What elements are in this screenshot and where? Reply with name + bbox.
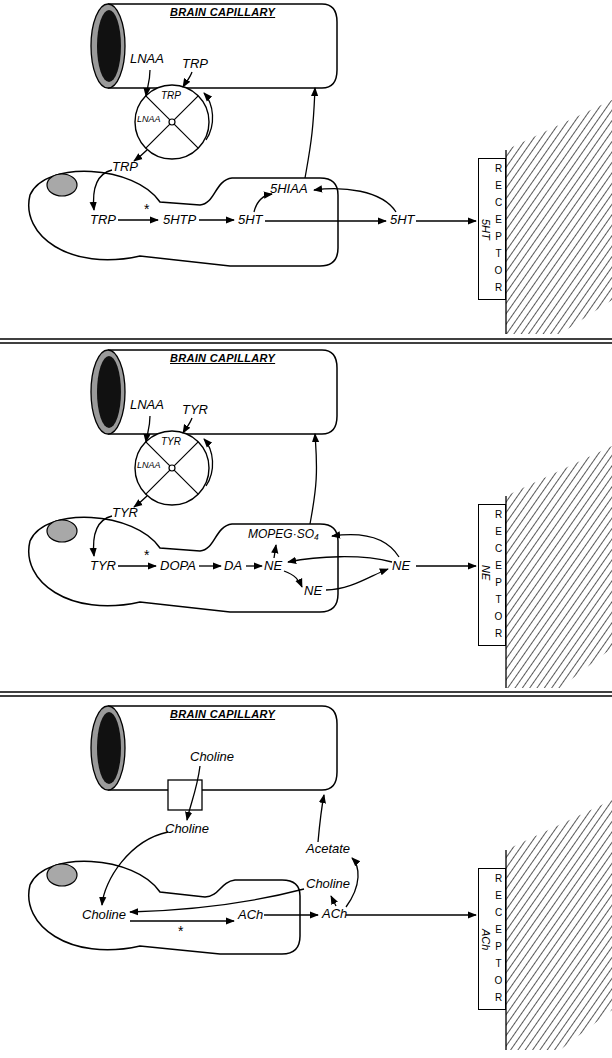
capillary-lumen	[97, 356, 121, 428]
molecule-label: *	[178, 924, 183, 939]
neuron-outline	[29, 171, 338, 266]
receptor-box: AChRECEPTOR	[478, 868, 506, 1010]
reuptake-arrow	[332, 535, 399, 557]
molecule-label: NE	[304, 584, 322, 598]
molecule-label: RECEPTOR	[493, 509, 503, 645]
divider-line	[0, 342, 612, 343]
carrier-node: TYR LNAA	[134, 430, 210, 506]
carrier-circle	[135, 431, 209, 505]
molecule-label: Choline	[165, 822, 209, 836]
capillary-wall	[108, 706, 337, 790]
node-heading: BRAIN CAPILLARY	[170, 708, 275, 720]
molecule-label: 5HT	[390, 213, 415, 227]
molecule-label: TRP	[182, 57, 208, 71]
molecule-label: 5HT	[480, 219, 491, 240]
node-outline	[20, 830, 310, 965]
capillary-rim	[91, 350, 125, 434]
molecule-label: LNAA	[137, 115, 161, 125]
molecule-label: TRP	[112, 160, 138, 174]
cell-nucleus	[47, 520, 77, 542]
molecule-label: NE	[392, 559, 410, 573]
pathway-arrows	[94, 70, 476, 590]
molecule-label: TYR	[112, 506, 138, 520]
molecule-label: RECEPTOR	[493, 873, 503, 1009]
receptor-arrow	[346, 914, 476, 915]
carrier-circle	[135, 85, 209, 159]
divider-line	[0, 338, 612, 339]
molecule-label: NE	[480, 565, 491, 580]
receptor-arrow	[416, 220, 476, 221]
molecule-label: Choline	[82, 908, 126, 922]
cell-nucleus	[47, 864, 77, 886]
neuron-outline	[29, 517, 338, 612]
molecule-label: TYR	[90, 559, 116, 573]
capillary-lumen	[97, 712, 121, 784]
divider-lines	[0, 339, 612, 696]
divider-line	[0, 691, 612, 692]
acetate-arrow	[318, 795, 324, 842]
molecule-label: TYR	[161, 436, 181, 447]
capillary-node: BRAIN CAPILLARY Choline	[90, 704, 340, 792]
receptor-box: 5HTRECEPTOR	[478, 158, 506, 300]
carrier-node: TRP LNAA	[134, 84, 210, 160]
molecule-label: NE	[264, 559, 282, 573]
node-heading: BRAIN CAPILLARY	[170, 6, 275, 18]
molecule-label: TRP	[161, 90, 181, 101]
molecule-label: TRP	[90, 213, 116, 227]
hatched-membrane	[506, 800, 612, 1050]
capillary-wall	[108, 4, 337, 88]
molecule-label: TYR	[182, 403, 208, 417]
edge-layer	[305, 88, 316, 524]
capillary-node: BRAIN CAPILLARY LNAA TYR	[90, 348, 340, 436]
divider-line	[0, 695, 612, 696]
capillary-rim	[91, 706, 125, 790]
neuron-node: TRP * 5HTP 5HT 5HIAA	[20, 140, 342, 272]
molecule-label: Acetate	[306, 842, 350, 856]
molecule-label: ACh	[322, 907, 347, 921]
molecule-label: DA	[224, 559, 242, 573]
hydrolysis-arrow	[331, 896, 336, 906]
hatched-membrane	[506, 100, 612, 334]
molecule-label: LNAA	[130, 52, 164, 66]
molecule-label: 5HT	[238, 213, 263, 227]
node-outline	[20, 140, 342, 272]
molecule-label: LNAA	[137, 461, 161, 471]
molecule-label: RECEPTOR	[493, 163, 503, 299]
carrier-hub	[169, 119, 175, 125]
molecule-label: DOPA	[160, 559, 196, 573]
neuron-outline	[29, 861, 300, 954]
receptor-box: NERECEPTOR	[478, 504, 506, 646]
postsynaptic-membrane	[506, 100, 612, 1050]
molecule-label: ACh	[238, 908, 263, 922]
molecule-label: Choline	[306, 877, 350, 891]
node-outline	[20, 486, 342, 618]
capillary-wall	[108, 350, 337, 434]
molecule-label: *	[144, 202, 149, 217]
capillary-lumen	[97, 10, 121, 82]
molecule-label: 5HTP	[163, 213, 196, 227]
cell-nucleus	[47, 174, 77, 196]
molecule-label: LNAA	[130, 398, 164, 412]
molecule-label: *	[144, 548, 149, 563]
carrier-hub	[169, 465, 175, 471]
molecule-label: 5HIAA	[270, 182, 308, 196]
capillary-node: BRAIN CAPILLARY LNAA TRP	[90, 2, 340, 90]
export-arrow	[305, 88, 315, 178]
capillary-rim	[91, 4, 125, 88]
molecule-label: Choline	[190, 750, 234, 764]
export-arrow	[310, 434, 316, 524]
neuron-node: Choline * ACh	[20, 830, 310, 965]
molecule-label: ACh	[480, 929, 491, 950]
neuron-node: TYR * DOPA DA NE MOPEG·SO₄ NE	[20, 486, 342, 618]
node-heading: BRAIN CAPILLARY	[170, 352, 275, 364]
hatched-membrane	[506, 446, 612, 688]
molecule-label: MOPEG·SO₄	[248, 528, 319, 541]
receptor-arrow	[416, 565, 476, 566]
